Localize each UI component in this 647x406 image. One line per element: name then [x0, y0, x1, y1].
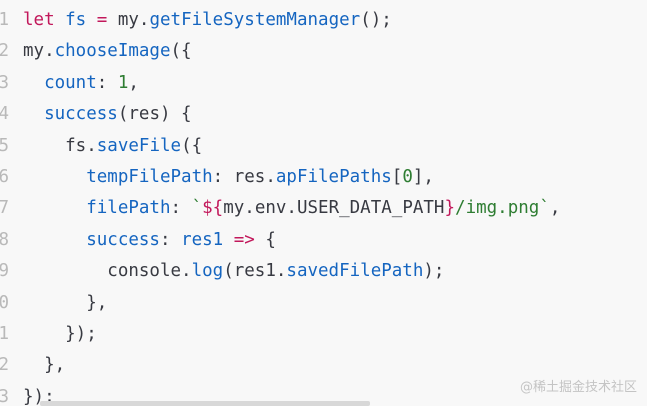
- line-number: 1: [0, 10, 9, 30]
- code-token: (res1.: [223, 261, 287, 282]
- code-token: },: [23, 355, 66, 376]
- code-token: log: [191, 261, 224, 282]
- code-token: count: [44, 72, 97, 93]
- code-token: [23, 73, 44, 93]
- code-text: let fs = my.getFileSystemManager();: [23, 5, 392, 36]
- code-token: [23, 230, 86, 250]
- code-token: /img.png`: [455, 198, 550, 219]
- code-text: console.log(res1.savedFilePath);: [23, 256, 444, 287]
- horizontal-scrollbar[interactable]: [40, 401, 370, 406]
- line-number: 2: [0, 41, 9, 62]
- code-token: : res.: [212, 167, 276, 187]
- line-number: 8: [0, 229, 9, 250]
- code-token: =>: [233, 229, 255, 250]
- code-token: ${: [202, 198, 224, 219]
- code-text: },: [23, 288, 107, 319]
- code-token: [: [391, 167, 403, 187]
- code-token: my.: [23, 41, 55, 62]
- code-token: ({: [170, 41, 192, 62]
- code-token: (res) {: [117, 104, 192, 125]
- code-token: ,: [128, 72, 139, 93]
- watermark: @稀土掘金技术社区: [519, 380, 637, 395]
- code-token: [23, 198, 86, 218]
- code-token: }: [444, 198, 456, 219]
- code-text: },: [23, 350, 65, 381]
- code-text: });: [23, 319, 97, 350]
- code-token: ],: [412, 167, 434, 187]
- code-token: fs.: [23, 135, 97, 156]
- code-token: },: [23, 292, 108, 313]
- line-number: 1: [0, 324, 9, 344]
- line-number: 4: [0, 104, 9, 125]
- code-token: {: [254, 229, 276, 250]
- code-token: ();: [360, 10, 392, 30]
- code-token: 0: [402, 167, 413, 187]
- code-token: `: [191, 198, 203, 219]
- code-token: apFilePaths: [275, 167, 392, 187]
- line-number: 3: [0, 72, 9, 93]
- code-token: saveFile: [96, 135, 182, 156]
- code-text: tempFilePath: res.apFilePaths[0],: [23, 162, 434, 193]
- code-token: savedFilePath: [286, 261, 424, 282]
- line-number: 5: [0, 135, 9, 156]
- code-token: my.env.USER_DATA_PATH: [223, 198, 445, 219]
- code-token: tempFilePath: [86, 167, 213, 187]
- code-token: [23, 104, 44, 124]
- line-number: 0: [0, 292, 9, 313]
- code-token: =: [96, 10, 108, 30]
- code-token: fs: [54, 10, 97, 30]
- code-token: let: [23, 10, 55, 30]
- code-token: :: [96, 72, 118, 93]
- code-token: getFileSystemManager: [149, 10, 361, 30]
- code-token: 1: [117, 72, 129, 93]
- line-number: 6: [0, 167, 9, 187]
- code-token: });: [23, 324, 97, 344]
- code-token: );: [423, 261, 445, 282]
- line-number: 9: [0, 261, 9, 282]
- code-token: success: [86, 229, 160, 250]
- code-token: :: [170, 198, 192, 219]
- code-token: success: [44, 104, 118, 125]
- code-token: ({: [181, 135, 203, 156]
- code-text: fs.saveFile({: [23, 131, 202, 162]
- line-number: 2: [0, 355, 9, 376]
- code-text: success(res) {: [23, 99, 192, 130]
- code-text: filePath: `${my.env.USER_DATA_PATH}/img.…: [23, 193, 560, 224]
- code-token: [223, 230, 234, 250]
- code-token: ,: [549, 198, 561, 219]
- code-token: [23, 167, 86, 187]
- code-token: filePath: [86, 198, 171, 219]
- line-number: 3: [0, 386, 9, 406]
- code-text: count: 1,: [23, 68, 139, 99]
- code-token: my.: [107, 10, 150, 30]
- code-token: console.: [23, 261, 192, 282]
- line-number: 7: [0, 198, 9, 219]
- code-text: my.chooseImage({: [23, 36, 192, 67]
- code-token: :: [159, 229, 182, 250]
- code-token: chooseImage: [54, 41, 171, 62]
- code-token: res1: [181, 229, 224, 250]
- code-text: success: res1 => {: [23, 225, 276, 256]
